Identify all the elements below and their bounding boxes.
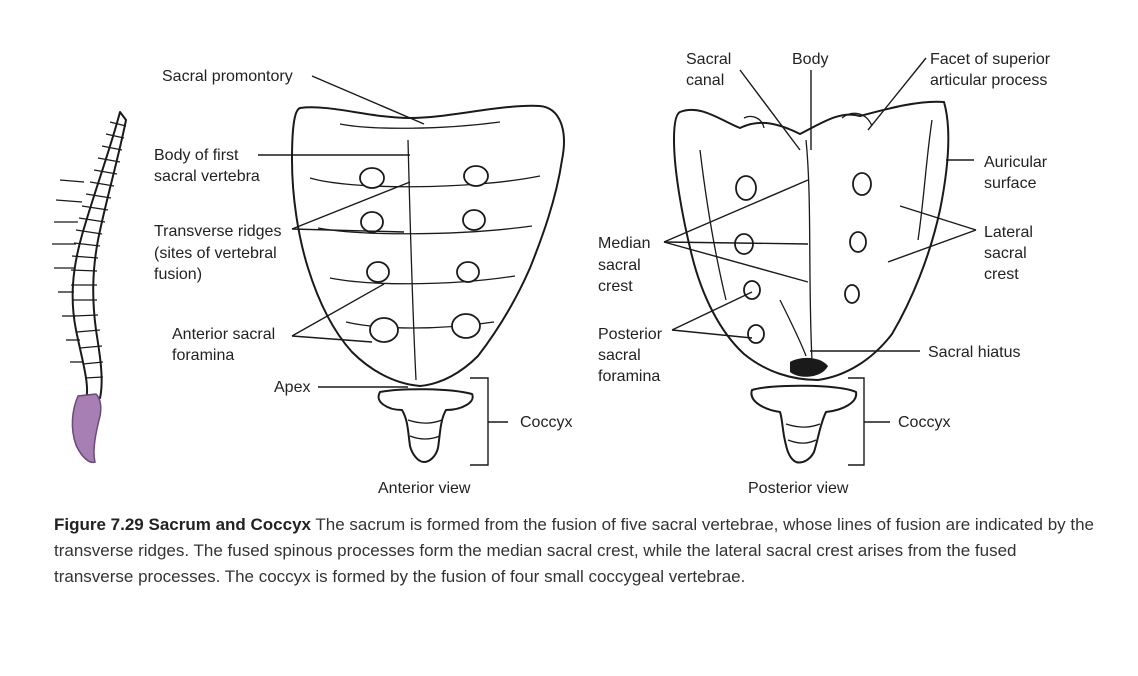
label-facet-line1: Facet of superior [930, 51, 1051, 68]
label-post-foramina-line3: foramina [598, 368, 660, 385]
figure-caption: Figure 7.29 Sacrum and Coccyx The sacrum… [54, 512, 1094, 590]
vertebral-column-illustration [52, 111, 127, 464]
label-apex: Apex [274, 379, 310, 396]
label-sacral-canal-line2: canal [686, 72, 724, 89]
caption-text: The sacrum is formed from the fusion of … [54, 515, 1095, 586]
label-median-line1: Median [598, 235, 650, 252]
label-median-line2: sacral [598, 257, 641, 274]
label-coccyx-anterior: Coccyx [520, 414, 572, 431]
label-auricular-line2: surface [984, 175, 1037, 192]
label-body-first-line1: Body of first [154, 147, 239, 164]
posterior-coccyx-illustration [750, 384, 858, 464]
label-auricular-line1: Auricular [984, 154, 1048, 171]
label-post-foramina-line1: Posterior [598, 326, 663, 343]
label-median-line3: crest [598, 278, 633, 295]
caption-title: Figure 7.29 Sacrum and Coccyx [54, 515, 311, 534]
sacrum-highlight [71, 393, 102, 464]
label-transverse-line1: Transverse ridges [154, 223, 281, 240]
figure-svg: Sacral promontory Body of first sacral v… [52, 51, 1051, 497]
leader-lines [258, 57, 977, 466]
label-transverse-line2: (sites of vertebral [154, 245, 277, 262]
posterior-view-title: Posterior view [748, 480, 849, 497]
label-body-first-line2: sacral vertebra [154, 168, 260, 185]
label-lateral-line3: crest [984, 266, 1019, 283]
label-sacral-hiatus: Sacral hiatus [928, 344, 1021, 361]
anterior-sacrum-illustration [291, 104, 565, 387]
label-lateral-line1: Lateral [984, 224, 1033, 241]
label-sacral-canal-line1: Sacral [686, 51, 731, 68]
label-body: Body [792, 51, 828, 68]
anterior-coccyx-illustration [377, 388, 474, 463]
label-facet-line2: articular process [930, 72, 1047, 89]
posterior-sacrum-illustration [673, 100, 950, 381]
label-lateral-line2: sacral [984, 245, 1027, 262]
label-coccyx-posterior: Coccyx [898, 414, 950, 431]
label-transverse-line3: fusion) [154, 266, 202, 283]
label-ant-foramina-line2: foramina [172, 347, 234, 364]
sacrum-coccyx-figure: Sacral promontory Body of first sacral v… [52, 51, 1051, 497]
label-post-foramina-line2: sacral [598, 347, 641, 364]
label-sacral-promontory: Sacral promontory [162, 68, 293, 85]
label-ant-foramina-line1: Anterior sacral [172, 326, 275, 343]
anterior-view-title: Anterior view [378, 480, 471, 497]
